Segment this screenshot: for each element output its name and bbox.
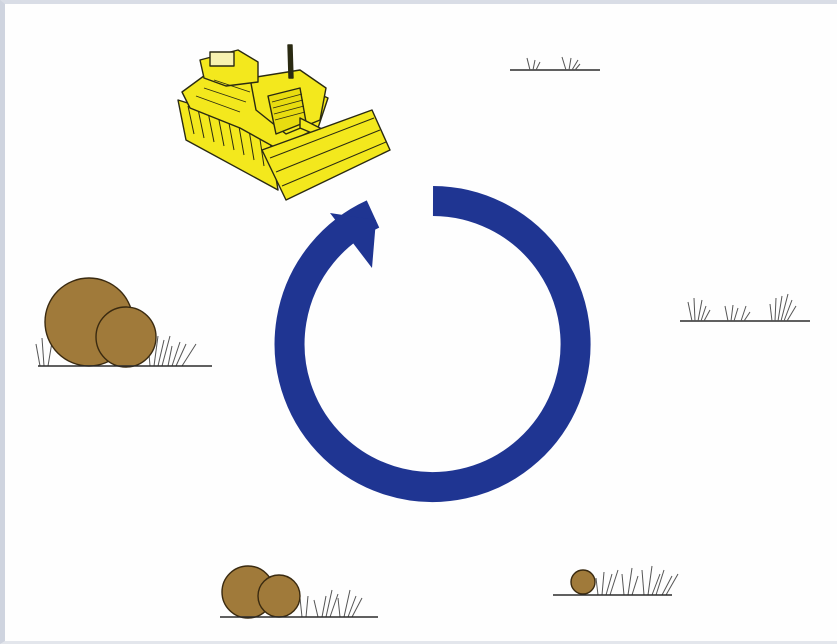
large-shrub-icon <box>35 277 212 368</box>
cycle-arrow <box>274 186 591 502</box>
cycle-arrow-ring <box>274 186 591 502</box>
shrub <box>257 574 301 618</box>
grass-icon <box>680 293 810 322</box>
bulldozer-icon <box>177 44 391 201</box>
small-shrub-icon <box>553 565 679 596</box>
cycle-arrow-head-icon <box>330 213 376 268</box>
shrub-icon <box>220 565 378 619</box>
shrub <box>95 306 157 368</box>
shrub <box>570 569 596 595</box>
sparse-grass-icon <box>510 56 600 71</box>
